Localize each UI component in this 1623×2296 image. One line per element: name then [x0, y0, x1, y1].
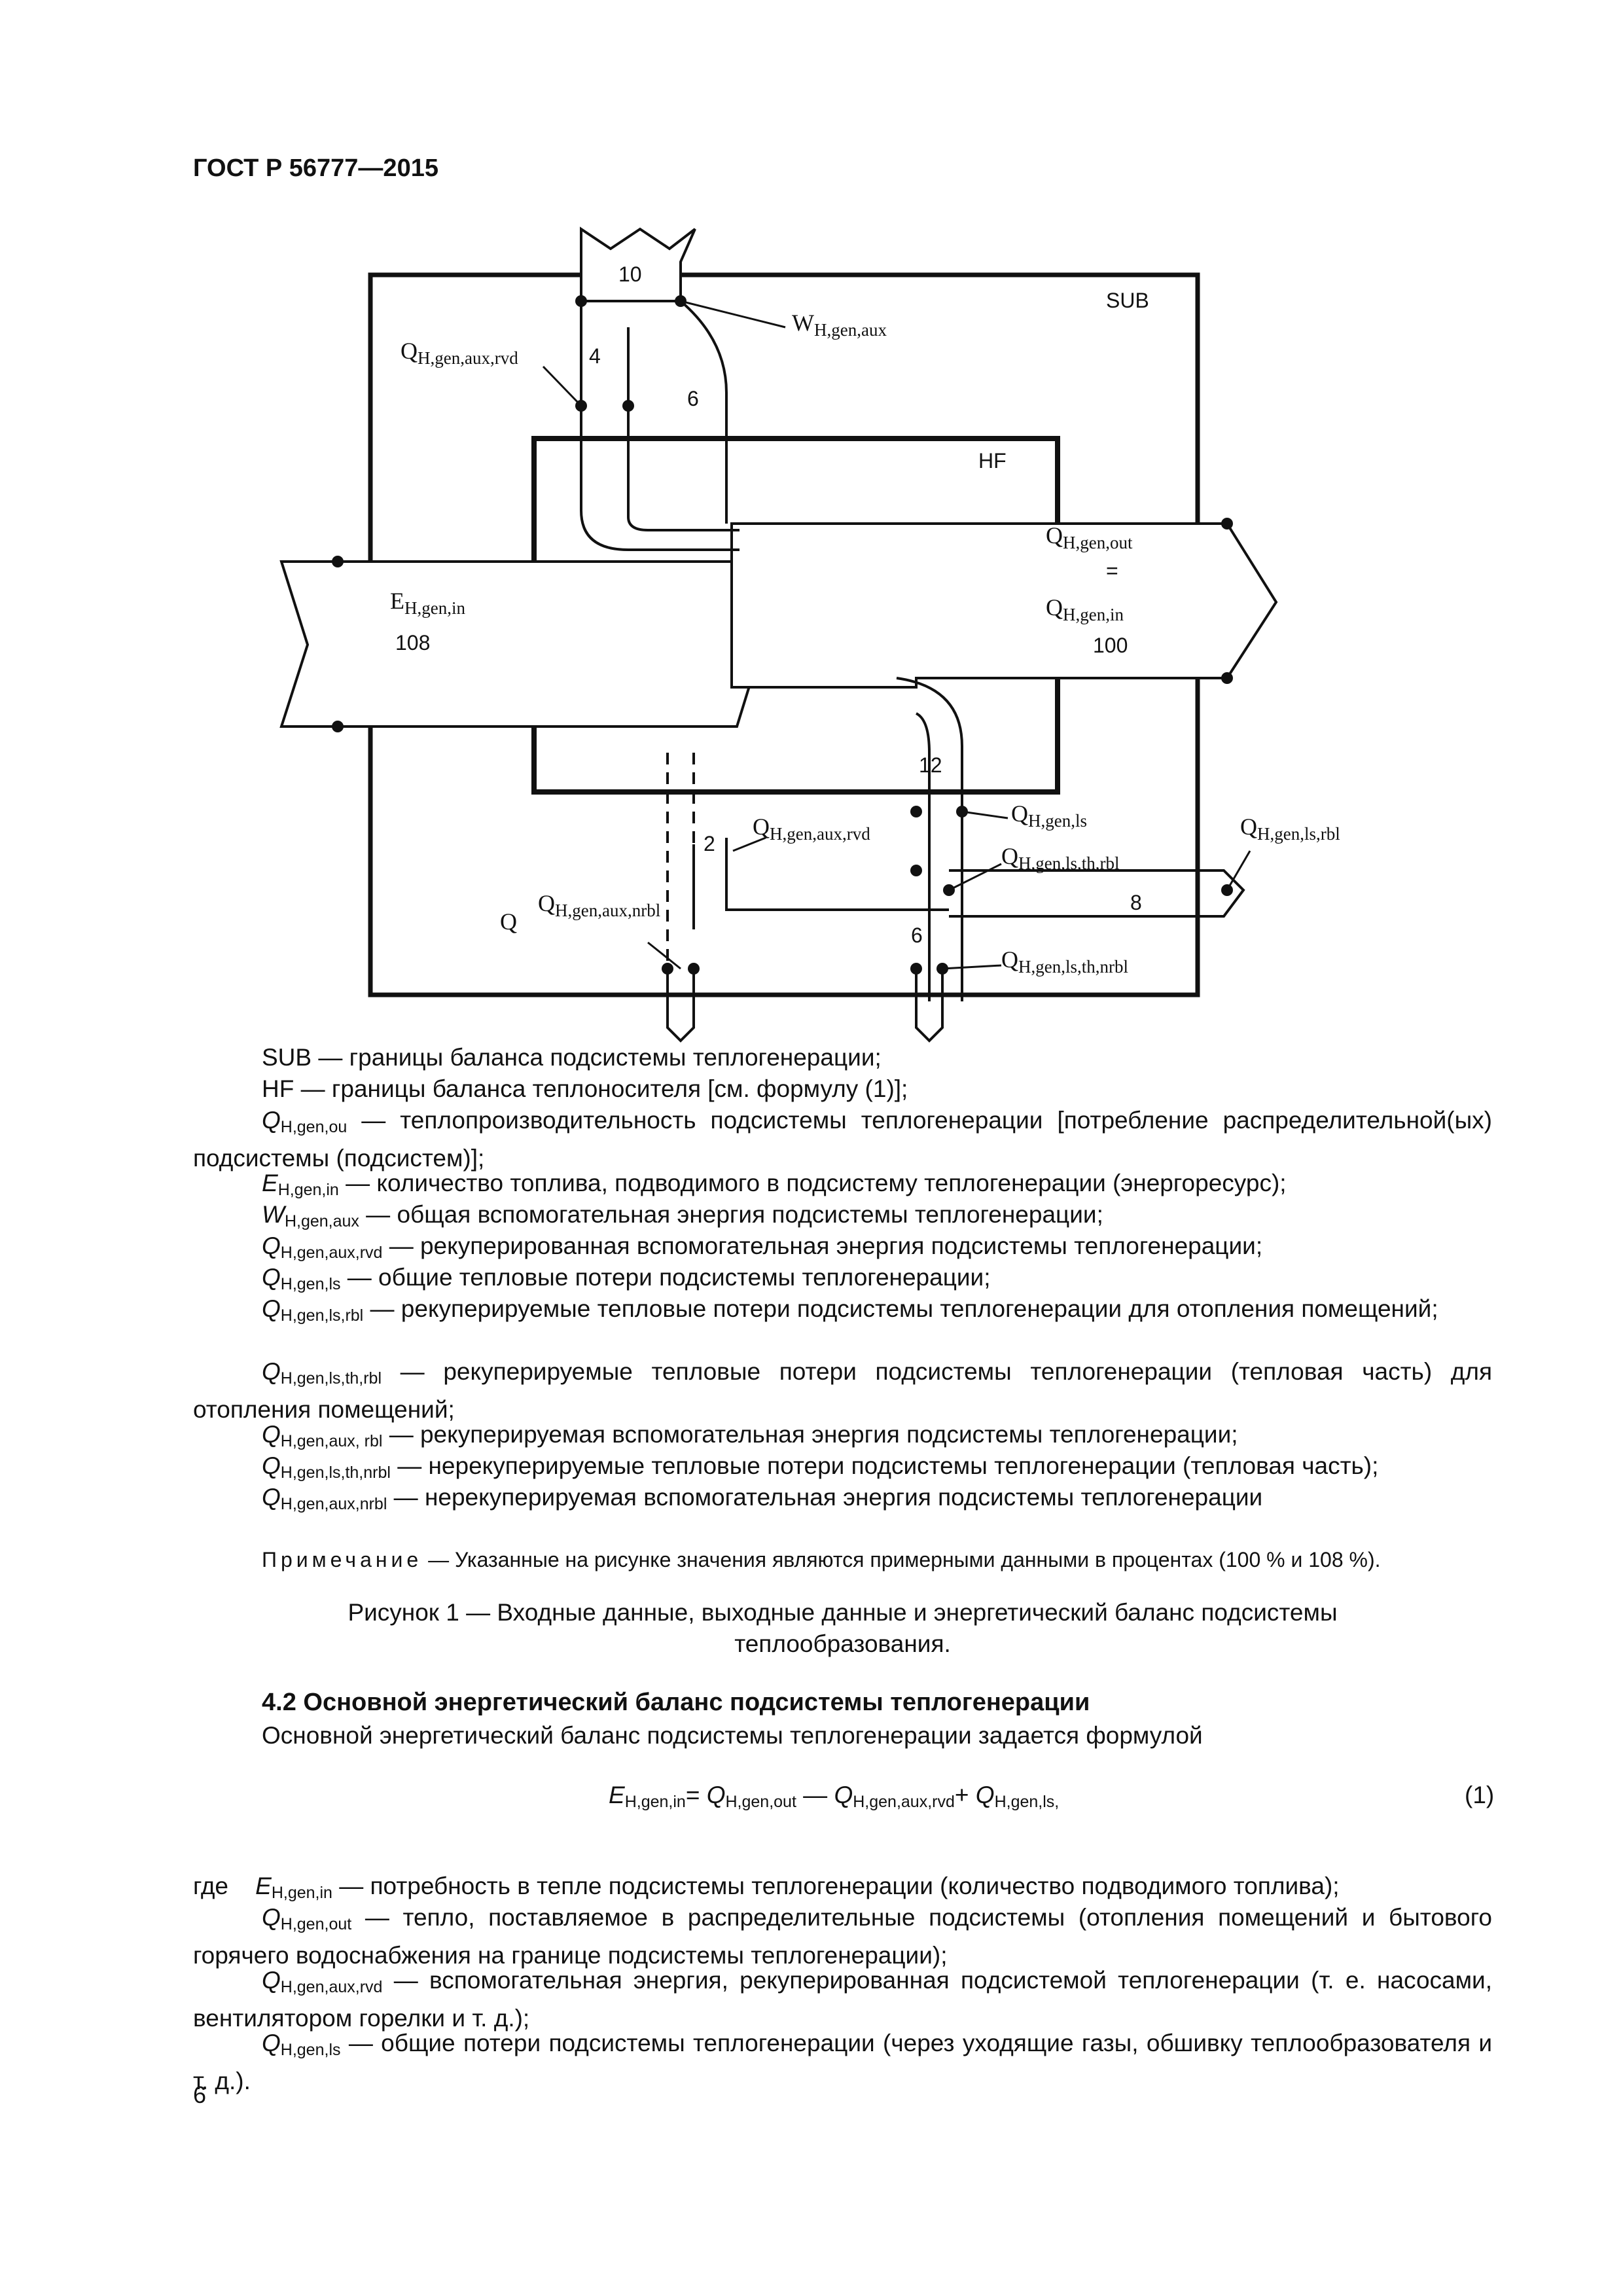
q-aux-rvd-top-label: QH,gen,aux,rvd [401, 338, 518, 368]
figure-caption: Рисунок 1 — Входные данные, выходные дан… [348, 1599, 1338, 1657]
e-in-label: EH,gen,in [390, 588, 465, 618]
aux-rvd-lower [725, 838, 949, 911]
flow-label-108: 108 [395, 631, 430, 655]
flow-label-8: 8 [1130, 891, 1142, 914]
legend-item: WH,gen,aux — общая вспомогательная энерг… [262, 1201, 1103, 1230]
hf-label: HF [978, 449, 1007, 473]
aux-energy-input-arrow [580, 226, 696, 302]
flow-label-6-top: 6 [687, 387, 699, 410]
section-intro: Основной энергетический баланс подсистем… [262, 1722, 1203, 1749]
q-in-label: QH,gen,in [1046, 594, 1124, 624]
loss-branch [896, 677, 963, 1001]
legend-item: QH,gen,ls,rbl — рекуперируемые тепловые … [262, 1295, 1438, 1325]
legend-item: EH,gen,in — количество топлива, подводим… [262, 1170, 1287, 1199]
heat-output-band [730, 522, 1278, 689]
q-aux-rvd-lower-label: QH,gen,aux,rvd [753, 814, 870, 844]
definition-item: QH,gen,ls — общие потери подсистемы тепл… [193, 2030, 1492, 2094]
legend-item: QH,gen,ou — теплопроизводительность подс… [193, 1107, 1492, 1172]
definition-item: где EH,gen,in — потребность в тепле подс… [193, 1873, 1340, 1902]
q-ls-label: QH,gen,ls [1011, 800, 1087, 831]
legend-item: QH,gen,ls,th,nrbl — нерекуперируемые теп… [262, 1452, 1379, 1482]
legend-item: QH,gen,aux,nrbl — нерекуперируемая вспом… [262, 1484, 1263, 1513]
flow-label-4: 4 [589, 344, 601, 368]
q-out-label: QH,gen,out [1046, 522, 1133, 552]
w-aux-label: WH,gen,aux [792, 310, 887, 340]
figure-note: Примечание — Указанные на рисунке значен… [262, 1548, 1381, 1571]
equals-sign: = [1106, 559, 1118, 583]
flow-label-6-bottom: 6 [911, 924, 923, 947]
flow-label-100: 100 [1093, 634, 1128, 657]
legend-item: QH,gen,ls,th,rbl — рекуперируемые теплов… [193, 1358, 1492, 1423]
legend-item: QH,gen,ls — общие тепловые потери подсис… [262, 1264, 991, 1293]
section-heading: 4.2 Основной энергетический баланс подси… [262, 1689, 1090, 1716]
flow-label-10: 10 [618, 262, 642, 286]
definition-item: QH,gen,out — тепло, поставляемое в распр… [193, 1904, 1492, 1969]
sub-label: SUB [1106, 289, 1149, 312]
loss-rbl-branch [949, 869, 1245, 918]
legend-item: QH,gen,aux, rbl — рекуперируемая вспомог… [262, 1421, 1238, 1450]
q-aux-nrbl-label: QH,gen,aux,nrbl [538, 890, 660, 920]
flow-label-12: 12 [919, 753, 942, 777]
formula-number: (1) [1465, 1782, 1495, 1808]
legend-item: QH,gen,aux,rvd — рекуперированная вспомо… [262, 1232, 1263, 1262]
page-number: 6 [193, 2081, 207, 2108]
q-ls-th-nrbl-label: QH,gen,ls,th,nrbl [1001, 946, 1128, 977]
aux-branch-rvd [580, 301, 740, 551]
document-code: ГОСТ Р 56777—2015 [193, 154, 438, 182]
legend-item: SUB — границы баланса подсистемы теплоге… [262, 1044, 882, 1071]
balance-formula: EH,gen,in= QH,gen,out — QH,gen,aux,rvd+ … [609, 1782, 1060, 1811]
partial-q-glyph: Q [500, 908, 517, 935]
definition-item: QH,gen,aux,rvd — вспомогательная энергия… [193, 1967, 1492, 2032]
flow-label-2: 2 [704, 832, 715, 855]
fuel-input-band [279, 560, 761, 728]
legend-item: HF — границы баланса теплоносителя [см. … [262, 1075, 908, 1102]
q-ls-th-rbl-label: QH,gen,ls,th,rbl [1001, 843, 1120, 873]
q-ls-rbl-label: QH,gen,ls,rbl [1240, 814, 1340, 844]
aux-branch-6 [679, 300, 728, 524]
